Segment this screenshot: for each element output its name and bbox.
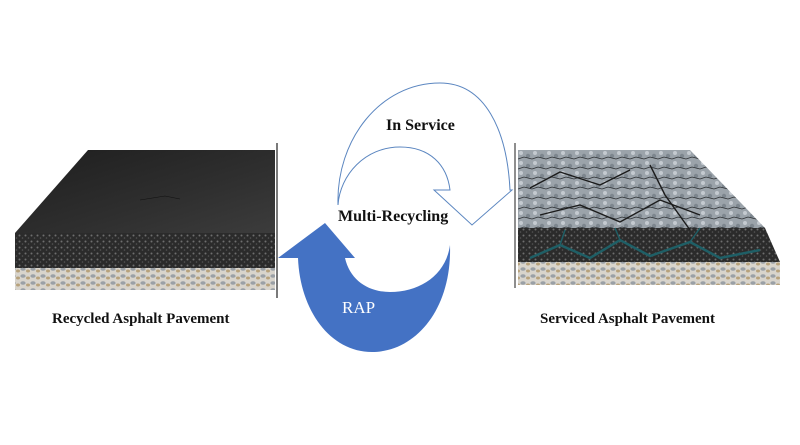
recycled-pavement-illustration: [15, 143, 278, 298]
rap-arrow: [278, 223, 451, 352]
serviced-pavement-illustration: [514, 143, 780, 288]
rap-label: RAP: [342, 298, 376, 317]
multi-recycling-label: Multi-Recycling: [338, 208, 449, 225]
in-service-arrow: [337, 82, 514, 226]
recycled-asphalt-pavement-label: Recycled Asphalt Pavement: [52, 311, 230, 327]
in-service-label: In Service: [386, 117, 455, 134]
serviced-asphalt-pavement-label: Serviced Asphalt Pavement: [540, 311, 715, 327]
